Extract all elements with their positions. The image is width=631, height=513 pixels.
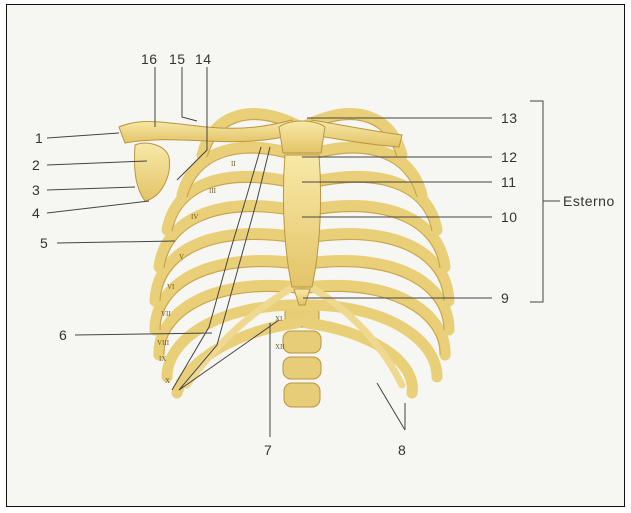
label-1: 1 <box>35 131 43 145</box>
sternum-bracket-label: Esterno <box>563 194 615 208</box>
label-3: 3 <box>32 183 40 197</box>
sternum <box>279 121 325 305</box>
rib-numeral: II <box>231 160 236 168</box>
rib-numeral: XII <box>275 343 285 351</box>
label-10: 10 <box>501 210 518 224</box>
label-2: 2 <box>32 158 40 172</box>
rib-numeral: VI <box>167 283 174 291</box>
rib-numeral: VII <box>161 310 171 318</box>
rib-numeral: X <box>165 377 170 385</box>
rib-numeral: V <box>179 253 184 261</box>
figure-frame: II III IV V VI VII VIII IX X XI XII 16 1… <box>6 4 625 507</box>
label-8: 8 <box>398 443 406 457</box>
label-11: 11 <box>501 175 517 189</box>
rib-numeral: IX <box>159 355 166 363</box>
label-7: 7 <box>264 443 272 457</box>
label-9: 9 <box>501 291 509 305</box>
label-4: 4 <box>32 206 40 220</box>
rib-numeral: III <box>209 187 216 195</box>
label-15: 15 <box>169 52 186 66</box>
label-12: 12 <box>501 150 518 164</box>
rib-numeral: IV <box>191 213 198 221</box>
label-16: 16 <box>141 52 158 66</box>
rib-numeral: VIII <box>157 339 169 347</box>
label-14: 14 <box>195 52 212 66</box>
label-6: 6 <box>59 328 67 342</box>
rib-cage-illustration <box>7 5 625 507</box>
rib-numeral: XI <box>275 315 282 323</box>
label-13: 13 <box>501 111 518 125</box>
label-5: 5 <box>40 236 48 250</box>
